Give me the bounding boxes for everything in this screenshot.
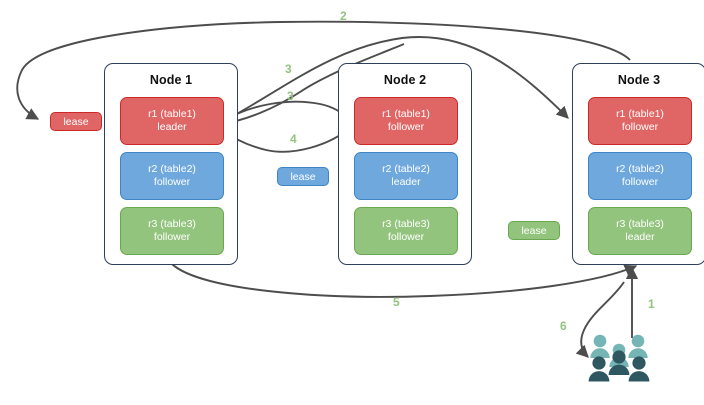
node-1-range-r1-line2: leader: [157, 121, 187, 133]
connector-step-5: [171, 263, 638, 298]
node-2-title: Node 2: [383, 73, 427, 87]
connector-step-3a: [220, 43, 405, 129]
lease-r2-label: lease: [290, 170, 316, 183]
node-1-range-r3[interactable]: r3 (table3) follower: [120, 207, 224, 255]
node-2-range-r3-line1: r3 (table3): [382, 218, 430, 230]
step-4-label: 4: [290, 132, 297, 146]
step-1-label: 1: [648, 297, 655, 311]
node-3-range-r2-line2: follower: [621, 176, 659, 188]
node-2-range-r2-line1: r2 (table2): [382, 163, 430, 175]
node-2-range-r1-line2: follower: [387, 121, 425, 133]
node-1-range-r1-line1: r1 (table1): [148, 108, 196, 120]
node-3-title: Node 3: [617, 73, 661, 87]
connector-step-2b: [221, 36, 569, 123]
node-1[interactable]: Node 1 r1 (table1) leader r2 (table2) fo…: [104, 63, 238, 265]
node-3-range-r3[interactable]: r3 (table3) leader: [588, 207, 692, 255]
users-icon: [588, 334, 650, 382]
lease-r1-label: lease: [63, 115, 89, 128]
node-3-range-r1[interactable]: r1 (table1) follower: [588, 97, 692, 145]
step-5-label: 5: [393, 295, 400, 309]
lease-r2[interactable]: lease: [277, 167, 329, 186]
node-3-range-r1-line1: r1 (table1): [616, 108, 664, 120]
connector-step-6: [575, 281, 625, 358]
node-2-range-r3-line2: follower: [387, 231, 425, 243]
step-2-label: 2: [340, 9, 347, 23]
connector-step-4: [223, 125, 353, 153]
node-2-range-r2-line2: leader: [391, 176, 421, 188]
node-1-range-r2[interactable]: r2 (table2) follower: [120, 152, 224, 200]
node-1-range-r1[interactable]: r1 (table1) leader: [120, 97, 224, 145]
node-3-range-r3-line1: r3 (table3): [616, 218, 664, 230]
step-3b-label: 3: [287, 89, 294, 103]
node-3-range-r1-line2: follower: [621, 121, 659, 133]
node-3-range-r2-line1: r2 (table2): [616, 163, 664, 175]
node-3-range-r3-line2: leader: [625, 231, 655, 243]
node-1-title: Node 1: [149, 73, 193, 87]
node-1-range-r3-line2: follower: [153, 231, 191, 243]
node-3[interactable]: Node 3 r1 (table1) follower r2 (table2) …: [572, 63, 704, 265]
node-3-range-r2[interactable]: r2 (table2) follower: [588, 152, 692, 200]
lease-r1[interactable]: lease: [50, 112, 102, 131]
step-3a-label: 3: [285, 62, 292, 76]
lease-r3[interactable]: lease: [508, 221, 560, 240]
step-6-label: 6: [560, 319, 567, 333]
node-2-range-r1[interactable]: r1 (table1) follower: [354, 97, 458, 145]
node-2-range-r3[interactable]: r3 (table3) follower: [354, 207, 458, 255]
connector-step-2: [16, 20, 631, 120]
node-1-range-r3-line1: r3 (table3): [148, 218, 196, 230]
node-1-range-r2-line2: follower: [153, 176, 191, 188]
lease-r3-label: lease: [521, 224, 547, 237]
node-2[interactable]: Node 2 r1 (table1) follower r2 (table2) …: [338, 63, 472, 265]
node-2-range-r1-line1: r1 (table1): [382, 108, 430, 120]
node-1-range-r2-line1: r2 (table2): [148, 163, 196, 175]
node-2-range-r2[interactable]: r2 (table2) leader: [354, 152, 458, 200]
